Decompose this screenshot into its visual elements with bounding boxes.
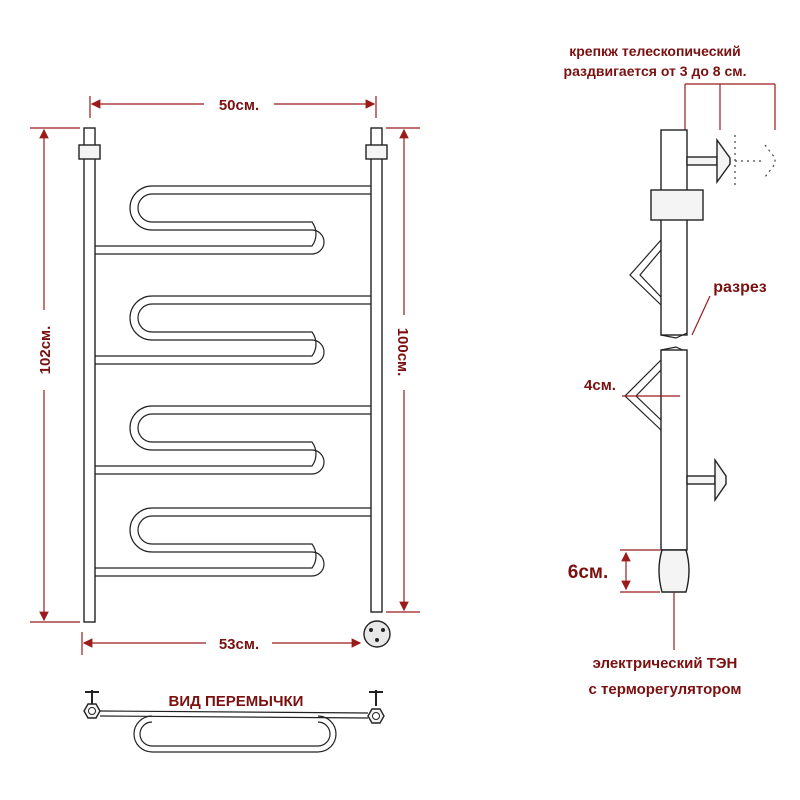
dimension-bottom-width: 53см.: [81, 632, 362, 655]
jumper-fitting-right-icon: [367, 690, 385, 724]
jumper-fitting-left-icon: [83, 690, 101, 719]
right-post-cap: [365, 144, 388, 160]
lower-wall-mount-icon: [686, 457, 727, 503]
dimension-right-height: 100см.: [386, 127, 420, 613]
mount-label-line1: крепкж телескопический: [569, 43, 741, 59]
heater-icon: [658, 549, 690, 650]
front-view: [78, 127, 391, 648]
left-height-label: 102см.: [37, 326, 54, 375]
heater-label-line2: с терморегулятором: [589, 681, 742, 698]
wall-mount-icon: [686, 135, 776, 188]
side-post-upper: [660, 129, 688, 336]
heater-label-line1: электрический ТЭН: [593, 655, 738, 672]
clamp-block: [650, 189, 704, 221]
left-post: [83, 127, 96, 623]
right-post: [370, 127, 383, 613]
serpentine-loop: [95, 185, 371, 255]
heater-socket-icon: [363, 620, 391, 648]
dimension-top-width: 50см.: [89, 96, 377, 118]
section-label: разрез: [713, 279, 766, 296]
dimension-left-height: 102см.: [30, 127, 80, 623]
left-post-cap: [78, 144, 101, 160]
bottom-width-label: 53см.: [219, 636, 259, 653]
right-height-label: 100см.: [394, 328, 411, 377]
jumper-view: ВИД ПЕРЕМЫЧКИ: [83, 690, 385, 753]
serpentine-loop: [95, 507, 371, 577]
side-view: крепкж телескопический раздвигается от 3…: [564, 43, 776, 698]
top-width-label: 50см.: [219, 97, 259, 114]
jumper-view-label: ВИД ПЕРЕМЫЧКИ: [169, 693, 304, 710]
heater-height-label: 6см.: [568, 562, 608, 583]
mount-label-line2: раздвигается от 3 до 8 см.: [564, 63, 747, 79]
side-post-lower: [660, 349, 688, 551]
serpentine-loop: [95, 405, 371, 475]
offset-label: 4см.: [584, 377, 616, 394]
serpentine-loop: [95, 295, 371, 365]
